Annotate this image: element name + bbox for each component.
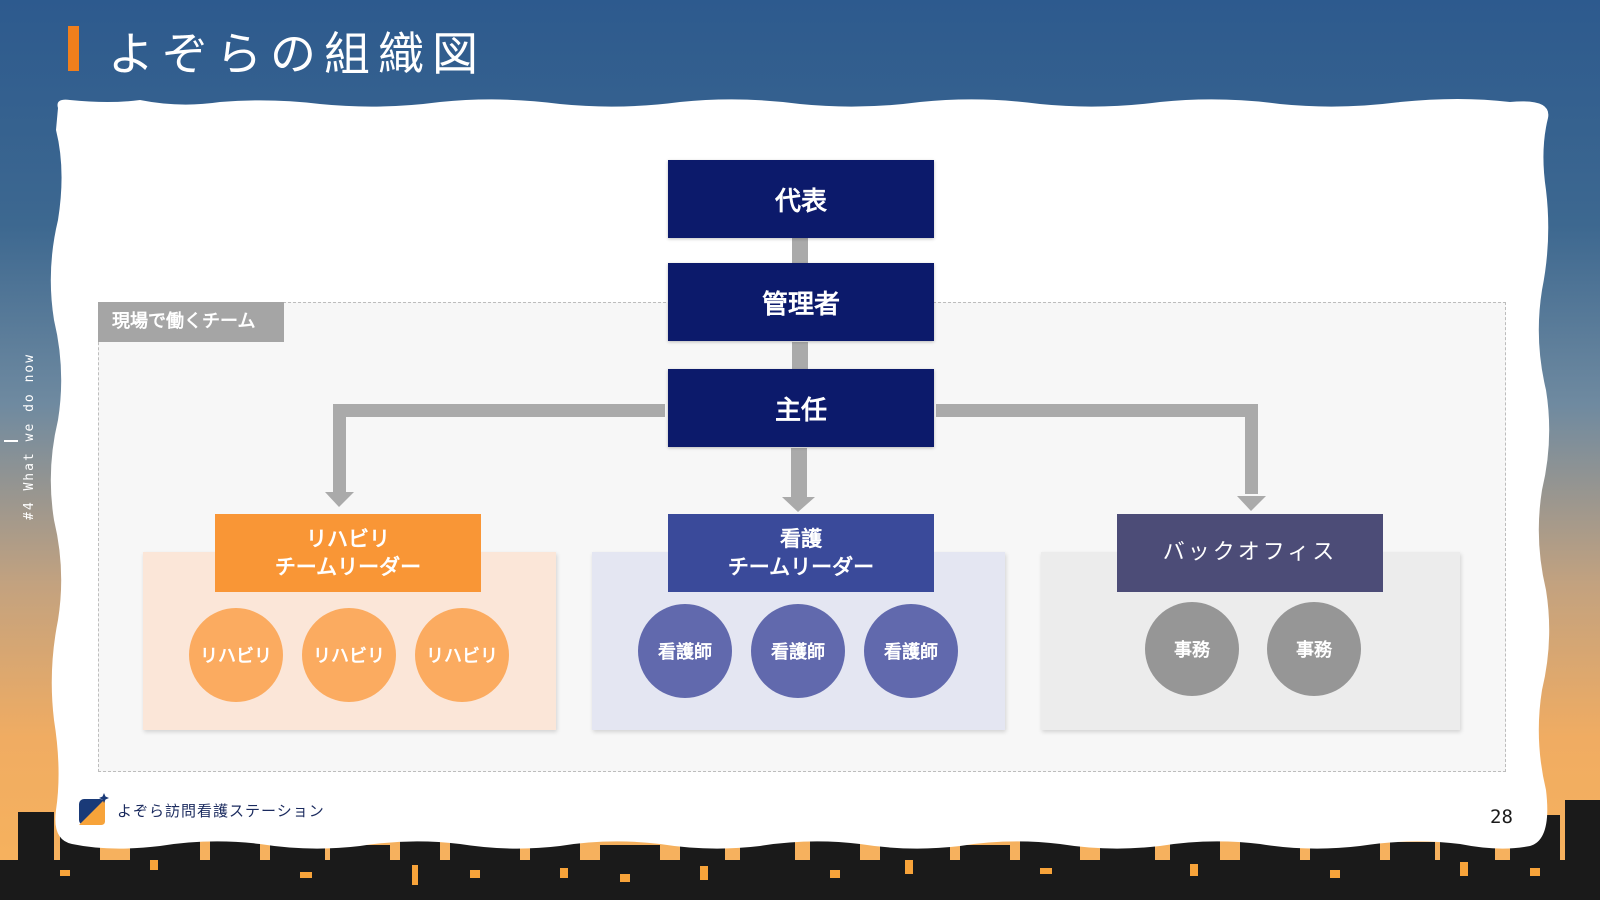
side-tag-line — [4, 440, 18, 442]
connector-chief-left — [333, 404, 665, 417]
connector-nursing-arrow — [782, 497, 815, 512]
node-manager: 管理者 — [668, 263, 934, 341]
rehab-member-3: リハビリ — [415, 608, 509, 702]
page-title: よぞらの組織図 — [108, 27, 486, 81]
node-backoffice-leader: バックオフィス — [1117, 514, 1383, 592]
node-nursing-leader: 看護 チームリーダー — [668, 514, 934, 592]
connector-chief-right — [936, 404, 1258, 417]
logo-text: よぞら訪問看護ステーション — [117, 802, 325, 820]
nursing-leader-line1: 看護 — [780, 527, 822, 551]
rehab-leader-line2: チームリーダー — [274, 555, 422, 579]
nurse-member-1: 看護師 — [638, 604, 732, 698]
node-representative: 代表 — [668, 160, 934, 238]
rehab-member-1: リハビリ — [189, 608, 283, 702]
nurse-member-2: 看護師 — [751, 604, 845, 698]
connector-rep-manager — [792, 238, 808, 264]
rehab-member-2: リハビリ — [302, 608, 396, 702]
title-accent-bar — [68, 26, 79, 71]
rehab-leader-line1: リハビリ — [306, 527, 390, 551]
connector-left-stem — [333, 404, 346, 494]
yozora-logo-icon — [79, 793, 109, 825]
connector-rehab-arrow — [325, 492, 354, 507]
connector-chief-nursing-stem — [791, 448, 807, 500]
connector-manager-chief — [792, 342, 808, 370]
connector-backoffice-arrow — [1237, 496, 1266, 511]
field-team-label: 現場で働くチーム — [98, 302, 284, 342]
node-rehab-leader: リハビリ チームリーダー — [215, 514, 481, 592]
nursing-leader-line2: チームリーダー — [727, 555, 875, 579]
office-member-2: 事務 — [1267, 602, 1361, 696]
office-member-1: 事務 — [1145, 602, 1239, 696]
connector-right-stem — [1245, 404, 1258, 494]
page-number: 28 — [1490, 806, 1513, 828]
node-chief: 主任 — [668, 369, 934, 447]
nurse-member-3: 看護師 — [864, 604, 958, 698]
